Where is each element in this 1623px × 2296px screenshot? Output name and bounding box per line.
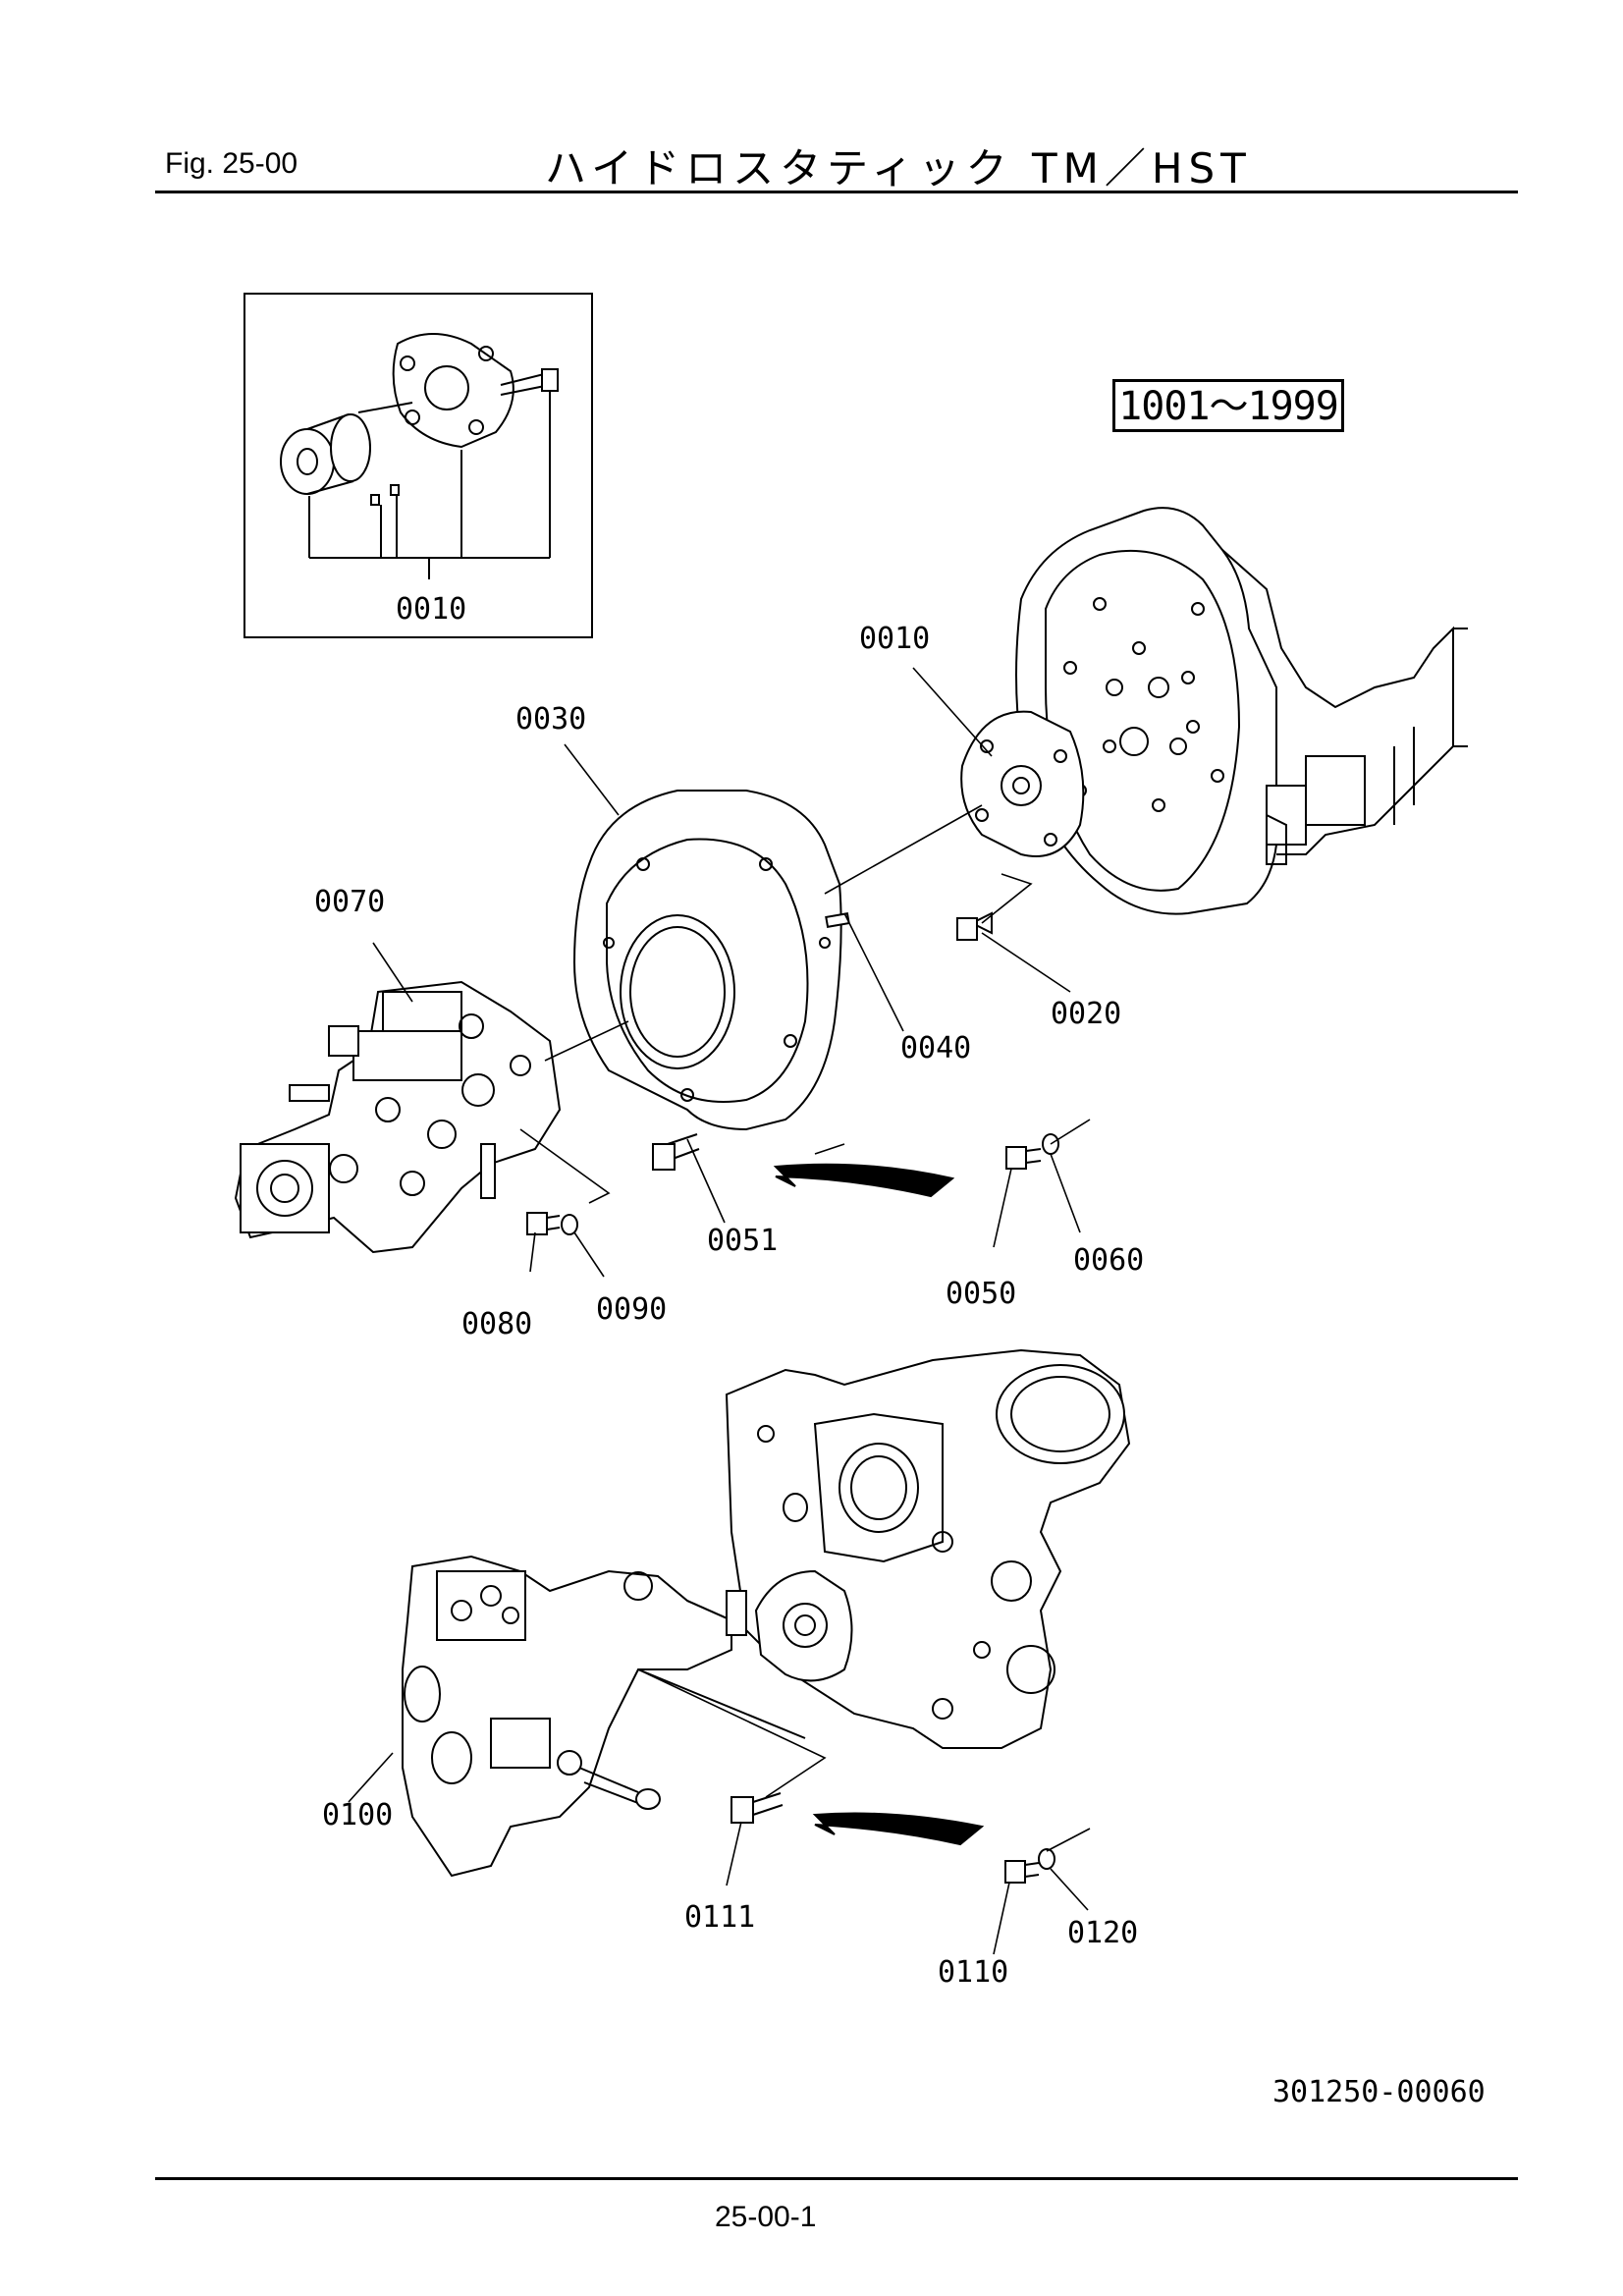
transmission-case (725, 1348, 1131, 1749)
hst-pump-assembly (234, 980, 562, 1254)
callout-0120: 0120 (1067, 1916, 1138, 1950)
output-flange (754, 1569, 853, 1682)
serial-range-box: 1001～1999 (1112, 379, 1344, 432)
assembly-arrow-lower (812, 1812, 985, 1846)
callout-inset-0010: 0010 (396, 592, 466, 627)
coupling-detail-inset (243, 293, 593, 638)
drawing-code: 301250-00060 (1272, 2075, 1486, 2109)
callout-0040: 0040 (900, 1031, 971, 1066)
callout-0110: 0110 (938, 1955, 1008, 1990)
callout-0111: 0111 (684, 1900, 755, 1935)
hst-motor-assembly (402, 1555, 806, 1878)
callout-0030: 0030 (515, 702, 586, 737)
upper-fasteners (526, 911, 1059, 1235)
callout-0070: 0070 (314, 885, 385, 919)
callout-0051: 0051 (707, 1224, 778, 1258)
assembly-arrow-upper (773, 1163, 955, 1198)
header-rule (155, 191, 1518, 193)
callout-0090: 0090 (596, 1292, 667, 1327)
callout-0060: 0060 (1073, 1243, 1144, 1278)
lower-fasteners (730, 1792, 1055, 1884)
engine-flywheel-housing (1015, 507, 1468, 915)
callout-labels: 0010 0010 0030 0070 0040 0020 0051 0060 … (314, 592, 1144, 1990)
callout-0020: 0020 (1051, 997, 1121, 1031)
callout-0050: 0050 (946, 1277, 1016, 1311)
inset-coupling-drawing (280, 333, 559, 579)
callout-0100: 0100 (322, 1798, 393, 1832)
figure-label: Fig. 25-00 (165, 147, 298, 180)
page-number: 25-00-1 (715, 2201, 817, 2233)
flywheel-cover-plate (572, 790, 842, 1131)
callout-0080: 0080 (461, 1307, 532, 1341)
footer-rule (155, 2177, 1518, 2180)
page-title: ハイドロスタティック TM／HST (545, 144, 1252, 192)
leader-lines (348, 667, 1091, 1955)
callout-0010: 0010 (859, 622, 930, 656)
coupling-main (960, 710, 1085, 857)
